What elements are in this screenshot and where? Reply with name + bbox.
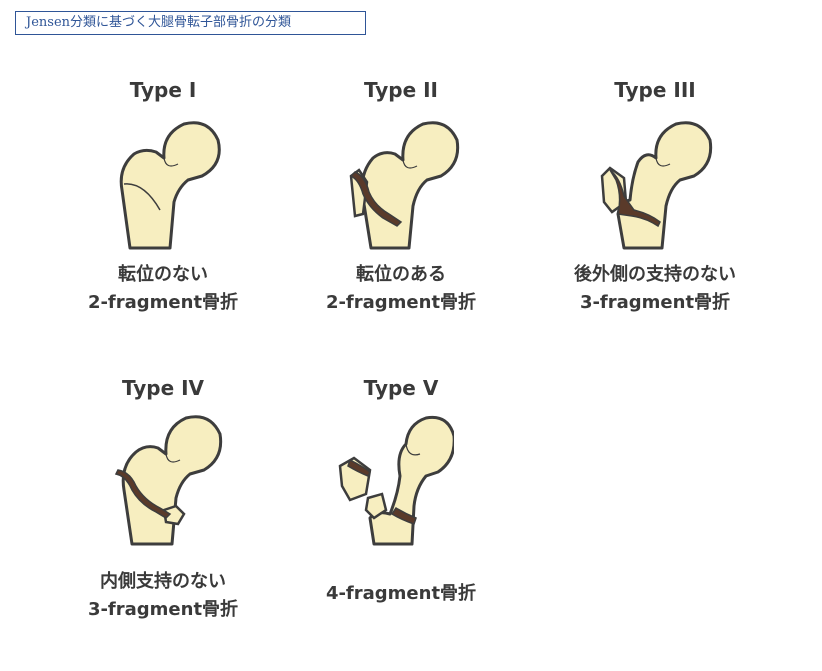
fracture-band — [114, 469, 172, 519]
diagram-title: Jensen分類に基づく大腿骨転子部骨折の分類 — [15, 11, 366, 35]
lesser-trochanter-fragment — [364, 492, 388, 520]
femur-shaft — [616, 121, 713, 250]
femur-shaft — [121, 415, 223, 546]
type-4-label: Type IV — [121, 376, 205, 400]
neck-line — [405, 443, 421, 456]
type-2-panel: Type II 転位のある 2-fragment骨折 — [286, 78, 516, 318]
fracture-band — [609, 169, 661, 228]
type-5-description: 4-fragment骨折 — [325, 583, 477, 604]
type-2-label: Type II — [363, 78, 439, 102]
femur-shaft — [119, 121, 221, 250]
type-5-femur-illustration — [338, 415, 454, 546]
type-3-label: Type III — [614, 78, 696, 102]
type-1-panel: Type I 転位のない 2-fragment骨折 — [48, 78, 278, 318]
type-2-femur-illustration — [349, 121, 460, 250]
type-5-label: Type V — [363, 376, 439, 400]
fracture-band-lower — [390, 506, 417, 525]
type-4-panel: Type IV 内側支持のない 3-fragment骨折 — [48, 376, 278, 636]
type-3-panel: Type III 後外側の支持のない 3-fragment骨折 — [540, 78, 770, 318]
type-1-label: Type I — [129, 78, 197, 102]
fracture-line — [123, 183, 161, 211]
type-1-description: 転位のない 2-fragment骨折 — [87, 264, 239, 313]
fracture-band — [347, 458, 371, 477]
femur-shaft — [368, 415, 454, 546]
type-1-femur-illustration — [119, 121, 221, 250]
neck-line — [163, 157, 179, 167]
fracture-band — [349, 171, 403, 227]
type-5-panel: Type V 4-fragment骨折 — [286, 376, 516, 636]
type-4-femur-illustration — [114, 415, 223, 546]
type-2-description: 転位のある 2-fragment骨折 — [325, 264, 477, 313]
neck-line — [402, 159, 418, 169]
type-4-description: 内側支持のない 3-fragment骨折 — [87, 571, 239, 620]
type-3-description: 後外側の支持のない 3-fragment骨折 — [574, 264, 736, 313]
neck-line — [165, 453, 181, 463]
neck-line — [655, 157, 671, 167]
type-3-femur-illustration — [600, 121, 713, 250]
femur-shaft — [360, 121, 460, 250]
lesser-trochanter-fragment — [162, 504, 186, 526]
